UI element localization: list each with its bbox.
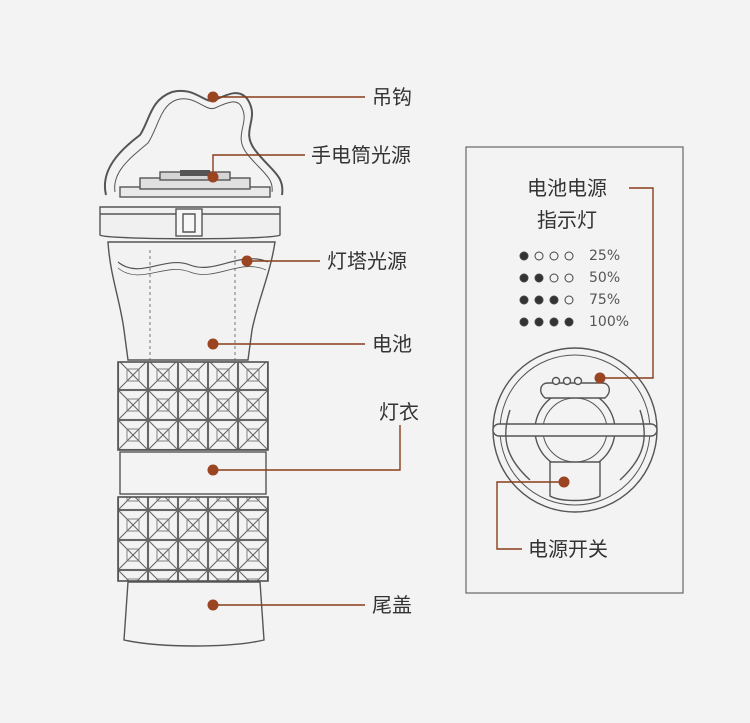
flashlight-dot bbox=[207, 171, 219, 183]
indicator-dot bbox=[594, 372, 606, 384]
indicator-title-line1: 电池电源 bbox=[527, 176, 607, 200]
level-dot-filled bbox=[519, 273, 529, 283]
inset-panel bbox=[465, 146, 684, 594]
level-dot-filled bbox=[519, 317, 529, 327]
label-battery: 电池 bbox=[372, 332, 412, 356]
level-dot-empty bbox=[564, 273, 574, 283]
cover-dot bbox=[207, 464, 219, 476]
tower-dot bbox=[241, 255, 253, 267]
level-25-label: 25% bbox=[589, 248, 621, 264]
level-dot-empty bbox=[549, 273, 559, 283]
level-dot-filled bbox=[519, 295, 529, 305]
level-dot-empty bbox=[549, 251, 559, 261]
lantern bbox=[99, 89, 284, 647]
bottom-cap-drawing bbox=[492, 347, 658, 513]
switch-dot bbox=[558, 476, 570, 488]
level-dot-filled bbox=[534, 273, 544, 283]
level-dot-filled bbox=[564, 317, 574, 327]
label-tail-cap: 尾盖 bbox=[372, 593, 412, 617]
label-tower-source: 灯塔光源 bbox=[327, 249, 407, 273]
level-dot-empty bbox=[564, 251, 574, 261]
level-100-label: 100% bbox=[589, 314, 630, 330]
level-dot-filled bbox=[534, 295, 544, 305]
level-dot-filled bbox=[534, 317, 544, 327]
callout-dots bbox=[207, 91, 253, 611]
indicator-title-line2: 指示灯 bbox=[537, 208, 597, 232]
label-hook: 吊钩 bbox=[372, 85, 412, 109]
battery-dot bbox=[207, 338, 219, 350]
level-50-label: 50% bbox=[589, 270, 621, 286]
level-75-label: 75% bbox=[589, 292, 621, 308]
level-dot-empty bbox=[534, 251, 544, 261]
tail-dot bbox=[207, 599, 219, 611]
level-dot-filled bbox=[519, 251, 529, 261]
label-lamp-cover: 灯衣 bbox=[379, 400, 419, 424]
level-dots bbox=[519, 251, 574, 327]
level-dot-empty bbox=[564, 295, 574, 305]
level-dot-filled bbox=[549, 317, 559, 327]
label-power-switch: 电源开关 bbox=[528, 537, 608, 561]
leader-lines bbox=[212, 96, 401, 606]
label-flashlight-source: 手电筒光源 bbox=[311, 143, 411, 167]
hook-dot bbox=[207, 91, 219, 103]
level-dot-filled bbox=[549, 295, 559, 305]
